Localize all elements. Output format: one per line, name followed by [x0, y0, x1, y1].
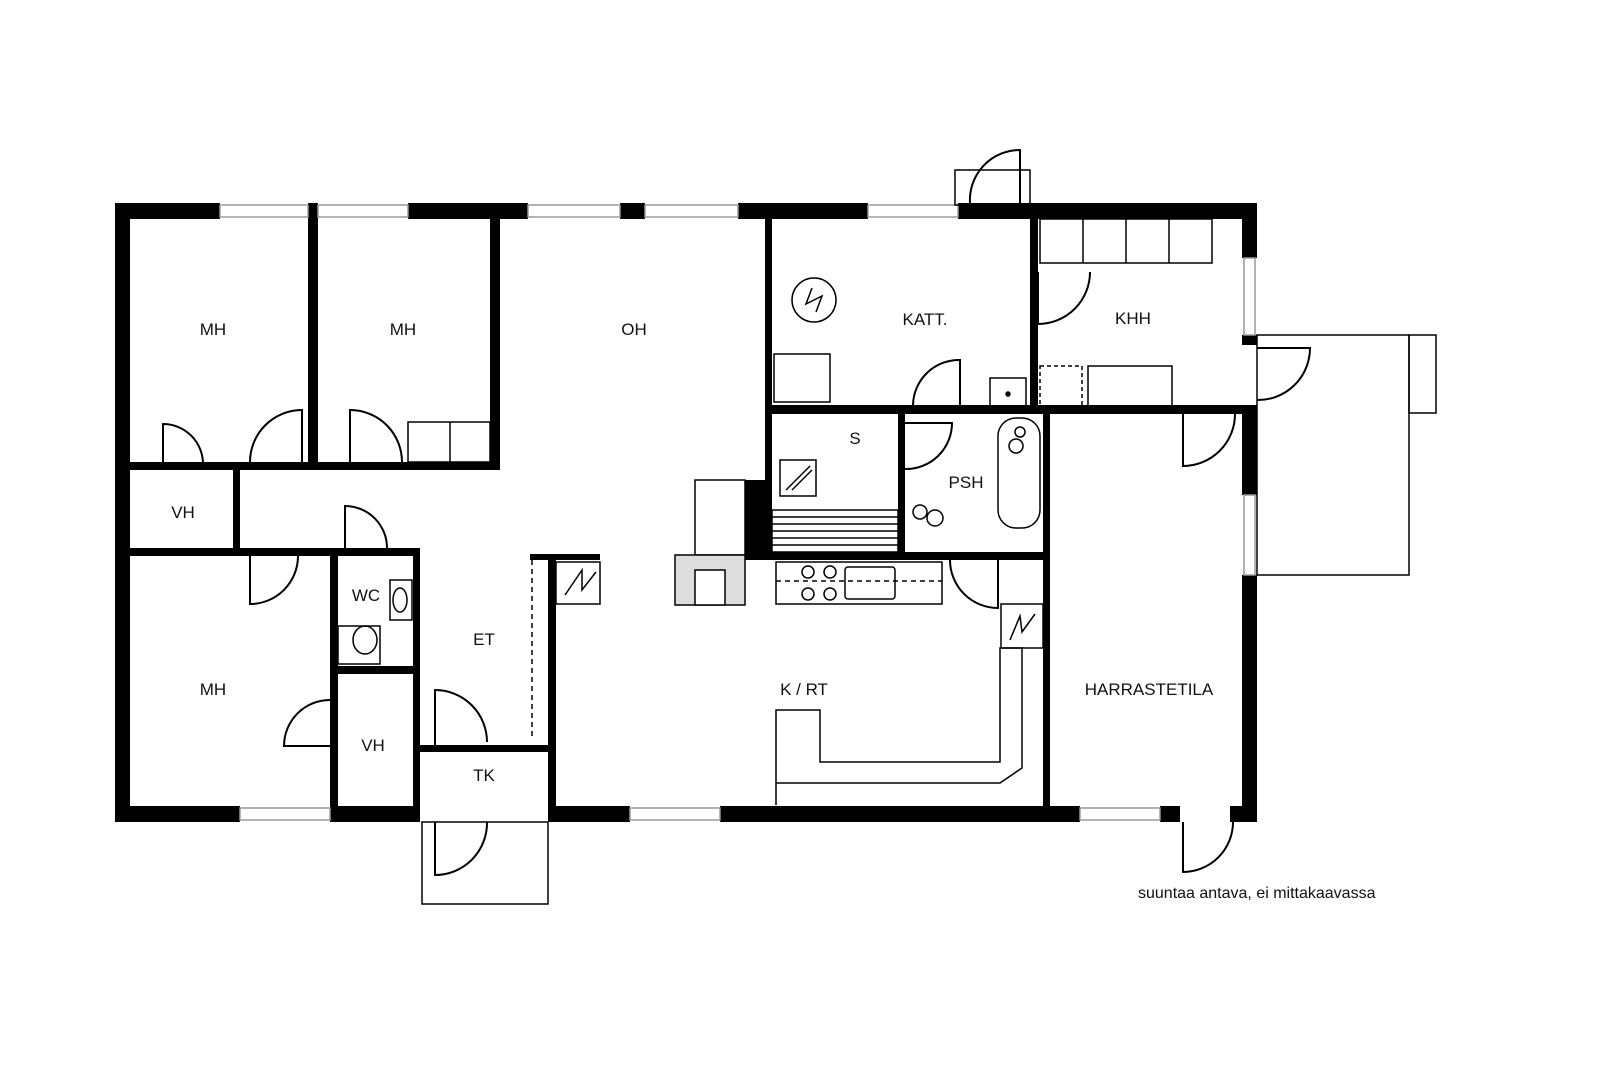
room-label-mh: MH	[199, 680, 227, 699]
room-label-tk: TK	[473, 766, 495, 785]
scale-disclaimer: suuntaa antava, ei mittakaavassa	[1138, 885, 1376, 902]
room-label-khh: KHH	[1115, 309, 1151, 328]
room-label-mh: MH	[389, 320, 417, 339]
fixtures	[337, 169, 1437, 905]
windows	[219, 204, 1256, 821]
room-label-s: S	[849, 429, 861, 448]
room-label-psh: PSH	[948, 473, 984, 492]
room-label-vh: VH	[171, 503, 195, 522]
interior-walls	[130, 219, 1257, 806]
room-label-mh: MH	[199, 320, 227, 339]
room-label-oh: OH	[621, 320, 647, 339]
room-label-et: ET	[473, 630, 495, 649]
sauna-bench	[771, 509, 899, 553]
room-label-harrastetila: HARRASTETILA	[1084, 680, 1214, 699]
exterior-walls	[115, 203, 1257, 822]
room-label-wc: WC	[351, 586, 381, 605]
room-label-vh: VH	[361, 736, 385, 755]
room-label-k-rt: K / RT	[780, 680, 828, 699]
room-label-katt: KATT.	[902, 310, 948, 329]
doors	[162, 148, 1312, 877]
